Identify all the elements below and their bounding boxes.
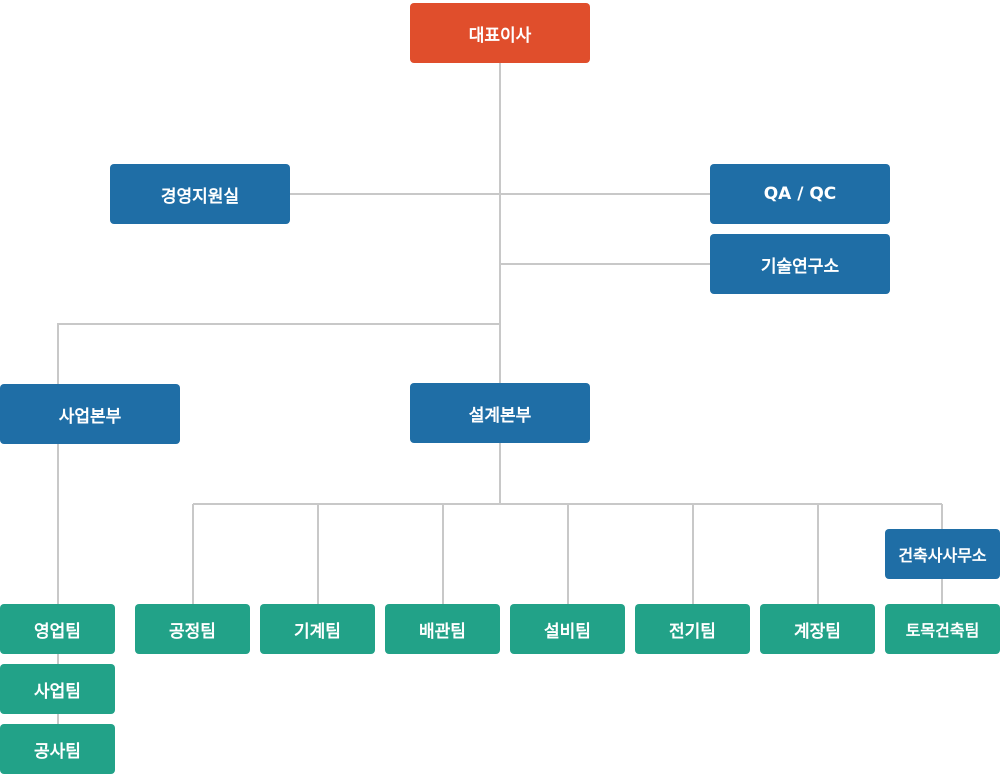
- team-mechanical-box: 기계팀: [260, 604, 375, 654]
- management-support-label: 경영지원실: [160, 186, 240, 207]
- team-electrical-box: 전기팀: [635, 604, 750, 654]
- ceo-box: 대표이사: [410, 3, 590, 63]
- team-label: 공정팀: [169, 621, 216, 642]
- team-label: 전기팀: [669, 621, 716, 642]
- team-label: 기계팀: [294, 621, 341, 642]
- qa-qc-box: QA / QC: [710, 164, 890, 224]
- rnd-box: 기술연구소: [710, 234, 890, 294]
- design-division-box: 설계본부: [410, 383, 590, 443]
- business-division-box: 사업본부: [0, 384, 180, 444]
- team-construction-box: 공사팀: [0, 724, 115, 774]
- team-piping-box: 배관팀: [385, 604, 500, 654]
- team-label: 사업팀: [34, 681, 81, 702]
- team-label: 영업팀: [34, 621, 81, 642]
- team-label: 배관팀: [419, 621, 466, 642]
- team-instrument-box: 계장팀: [760, 604, 875, 654]
- team-label: 설비팀: [544, 621, 591, 642]
- team-label: 계장팀: [794, 621, 841, 642]
- team-label: 공사팀: [34, 741, 81, 762]
- ceo-label: 대표이사: [468, 25, 532, 46]
- architecture-office-box: 건축사사무소: [885, 529, 1000, 579]
- team-civil-box: 토목건축팀: [885, 604, 1000, 654]
- team-process-box: 공정팀: [135, 604, 250, 654]
- design-division-label: 설계본부: [468, 405, 532, 426]
- team-label: 토목건축팀: [905, 621, 980, 640]
- team-facility-box: 설비팀: [510, 604, 625, 654]
- qa-qc-label: QA / QC: [763, 184, 837, 204]
- rnd-label: 기술연구소: [760, 256, 840, 277]
- business-division-label: 사업본부: [58, 406, 122, 427]
- management-support-box: 경영지원실: [110, 164, 290, 224]
- architecture-office-label: 건축사사무소: [898, 546, 987, 565]
- team-sales-box: 영업팀: [0, 604, 115, 654]
- team-business-box: 사업팀: [0, 664, 115, 714]
